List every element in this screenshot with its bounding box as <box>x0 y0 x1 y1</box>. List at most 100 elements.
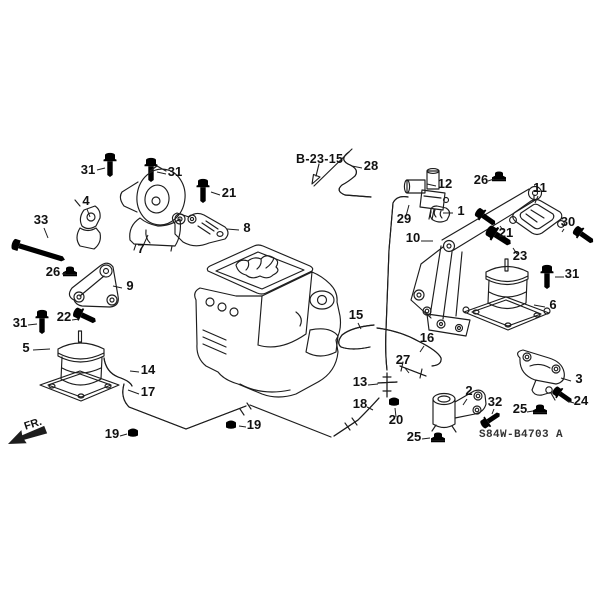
fr-arrow-icon <box>8 425 48 444</box>
leader-line-16 <box>419 345 425 353</box>
leader-line-9 <box>112 285 123 289</box>
part-21-bolt-a <box>196 178 210 203</box>
leader-line-4 <box>86 208 91 218</box>
leader-line-26 <box>487 178 495 182</box>
leader-line-2 <box>462 398 468 406</box>
leader-line-19 <box>119 433 128 437</box>
part-33-bolt <box>10 238 67 266</box>
part-callout-9: 9 <box>126 278 133 293</box>
part-13-joint-drawing <box>377 372 398 398</box>
part-25-nut-a <box>431 432 445 443</box>
part-callout-21: 21 <box>222 185 236 200</box>
part-callout-33: 33 <box>34 212 48 227</box>
part-callout-17: 17 <box>141 384 155 399</box>
part-27-pipe-drawing <box>399 361 427 379</box>
part-callout-6: 6 <box>549 297 556 312</box>
part-callout-24: 24 <box>574 393 589 408</box>
part-25-nut-b <box>533 404 547 415</box>
leader-line-17 <box>127 389 140 395</box>
part-callout-7: 7 <box>137 241 144 256</box>
part-callout-26: 26 <box>474 172 488 187</box>
leader-line-26 <box>61 272 67 275</box>
part-31-bolt-d <box>540 264 554 289</box>
fr-indicator: FR. <box>8 416 48 444</box>
leader-line-6 <box>533 304 546 308</box>
leader-line-15 <box>357 322 362 330</box>
leader-line-28 <box>351 165 363 169</box>
part-11-mount-drawing <box>509 194 565 236</box>
part-callout-12: 12 <box>438 176 452 191</box>
part-18-hose-drawing <box>333 397 380 437</box>
part-32-bolt <box>478 408 503 431</box>
part-callout-22: 22 <box>57 309 71 324</box>
leader-line-14 <box>129 370 140 373</box>
part-callout-2: 2 <box>465 383 472 398</box>
part-callout-3: 3 <box>575 371 582 386</box>
part-callout-31: 31 <box>168 164 182 179</box>
part-26-nut-right <box>492 171 506 182</box>
leader-line-22 <box>71 318 80 321</box>
part-17-pipe-drawing <box>122 383 332 438</box>
leader-line-21 <box>210 191 221 196</box>
part-7-mount-drawing <box>119 165 186 252</box>
part-callout-31: 31 <box>13 315 27 330</box>
part-22-bolt <box>71 305 99 328</box>
part-4-bracket-drawing <box>74 199 101 250</box>
part-29-hose-drawing <box>385 196 409 371</box>
leader-line-33 <box>43 227 49 239</box>
leader-line-32 <box>491 408 495 415</box>
leader-line-31 <box>96 167 106 171</box>
part-31-bolt-c <box>35 309 49 334</box>
leader-line-23 <box>512 247 518 255</box>
part-callout-26: 26 <box>46 264 60 279</box>
leader-line-31 <box>156 171 167 175</box>
part-callout-13: 13 <box>353 374 367 389</box>
leader-line-30 <box>561 228 565 233</box>
part-9-bracket-drawing <box>68 262 119 308</box>
leader-line-25 <box>421 437 431 440</box>
part-callout-31: 31 <box>565 266 579 281</box>
part-callout-28: 28 <box>364 158 378 173</box>
fr-label: FR. <box>23 416 44 433</box>
part-26-nut-left <box>63 266 77 277</box>
part-callout-10: 10 <box>406 230 420 245</box>
part-callout-11: 11 <box>533 180 547 195</box>
leader-line-31 <box>27 323 38 326</box>
leader-line-19 <box>238 425 247 428</box>
part-callout-1: 1 <box>457 203 464 218</box>
part-31-bolt-a <box>103 152 117 177</box>
part-callout-32: 32 <box>488 394 502 409</box>
part-callout-4: 4 <box>82 193 90 208</box>
part-callout-20: 20 <box>389 412 403 427</box>
leader-line-25 <box>526 410 534 413</box>
leader-line-7 <box>142 234 149 247</box>
leader-line-13 <box>367 383 379 386</box>
engine-block-drawing <box>194 244 342 398</box>
part-callout-27: 27 <box>396 352 410 367</box>
part-callout-16: 16 <box>420 330 434 345</box>
part-callout-29: 29 <box>397 211 411 226</box>
part-15-hose-drawing <box>338 324 375 350</box>
part-callout-19: 19 <box>247 417 261 432</box>
part-callout-14: 14 <box>141 362 156 377</box>
part-19-clamp-a <box>128 428 138 437</box>
part-2-mount-drawing <box>431 389 487 433</box>
part-16-hose-drawing <box>376 327 442 367</box>
leader-line-8 <box>226 228 240 231</box>
leader-line-3 <box>560 377 572 382</box>
part-1-clamp-drawing <box>429 205 451 223</box>
leader-line-29 <box>405 204 410 217</box>
part-5-mount-drawing <box>39 330 120 402</box>
leader-line-24 <box>566 400 575 404</box>
part-callout-18: 18 <box>353 396 367 411</box>
part-callout-8: 8 <box>243 220 250 235</box>
leader-line-20 <box>394 407 397 418</box>
part-19-clamp-b <box>226 420 236 429</box>
part-callout-25: 25 <box>407 429 421 444</box>
leader-line-21 <box>499 225 504 231</box>
diagram-code: S84W-B4703 A <box>479 429 563 441</box>
part-callout-21: 21 <box>499 225 513 240</box>
leader-line-11 <box>534 195 539 204</box>
part-3-bracket-drawing <box>517 349 565 401</box>
